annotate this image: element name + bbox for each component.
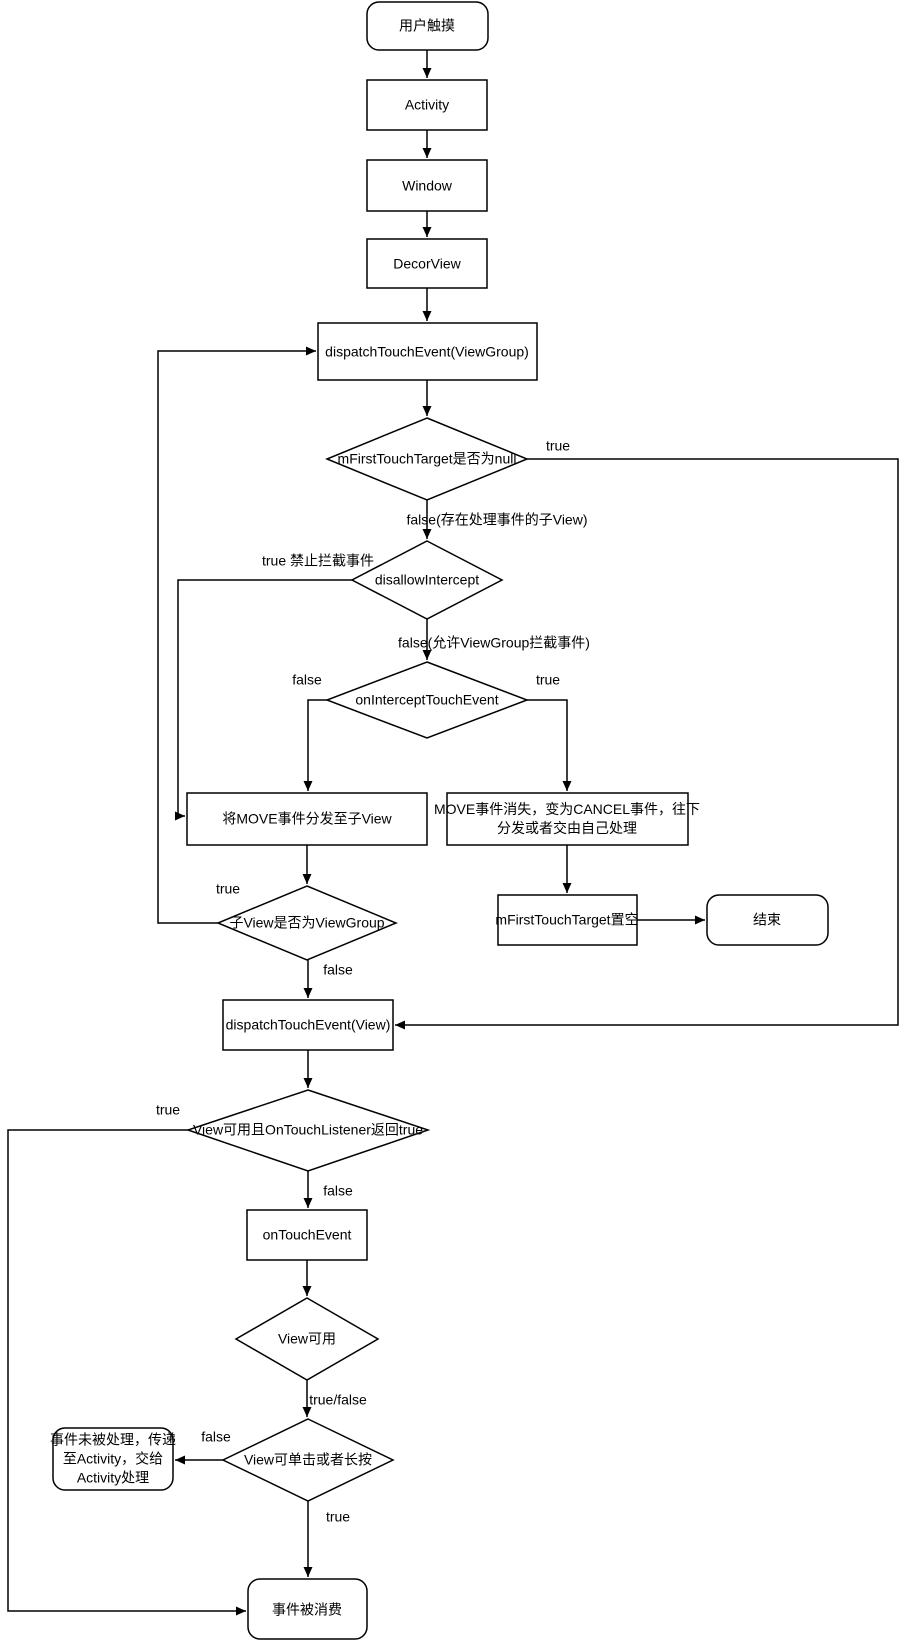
- decision-disallow-intercept: [350, 540, 504, 620]
- process-activity: [366, 79, 488, 131]
- process-window: [366, 159, 488, 212]
- process-move-becomes-cancel: [446, 792, 689, 846]
- node-shapes: [52, 1, 829, 1640]
- edge-disallow-true: [175, 579, 352, 821]
- decision-child-is-viewgroup: [216, 885, 398, 961]
- terminator-user-touch: [366, 1, 489, 51]
- process-on-touch-event: [246, 1209, 368, 1261]
- edge-intercept-false: [303, 699, 327, 791]
- process-clear-first-touch-target: [497, 894, 638, 946]
- process-decorview: [366, 238, 488, 289]
- connector-lines: [7, 50, 899, 1616]
- decision-view-clickable: [221, 1418, 395, 1502]
- decision-view-enabled: [234, 1297, 380, 1381]
- decision-on-intercept-touch-event: [324, 661, 530, 739]
- decision-listener-returns-true: [185, 1089, 431, 1172]
- process-dispatch-move-to-child: [186, 792, 428, 846]
- edge-intercept-true: [527, 699, 572, 791]
- edge-child-vg-true-loop: [157, 346, 316, 924]
- process-dispatch-view: [222, 999, 394, 1051]
- terminator-event-consumed: [247, 1578, 368, 1640]
- terminator-unhandled-to-activity: [52, 1427, 174, 1491]
- decision-first-touch-target-null: [325, 417, 529, 501]
- process-dispatch-viewgroup: [317, 322, 538, 381]
- edge-target-null-true: [395, 458, 899, 1030]
- edge-listener-true: [7, 1129, 246, 1616]
- terminator-end: [706, 894, 829, 946]
